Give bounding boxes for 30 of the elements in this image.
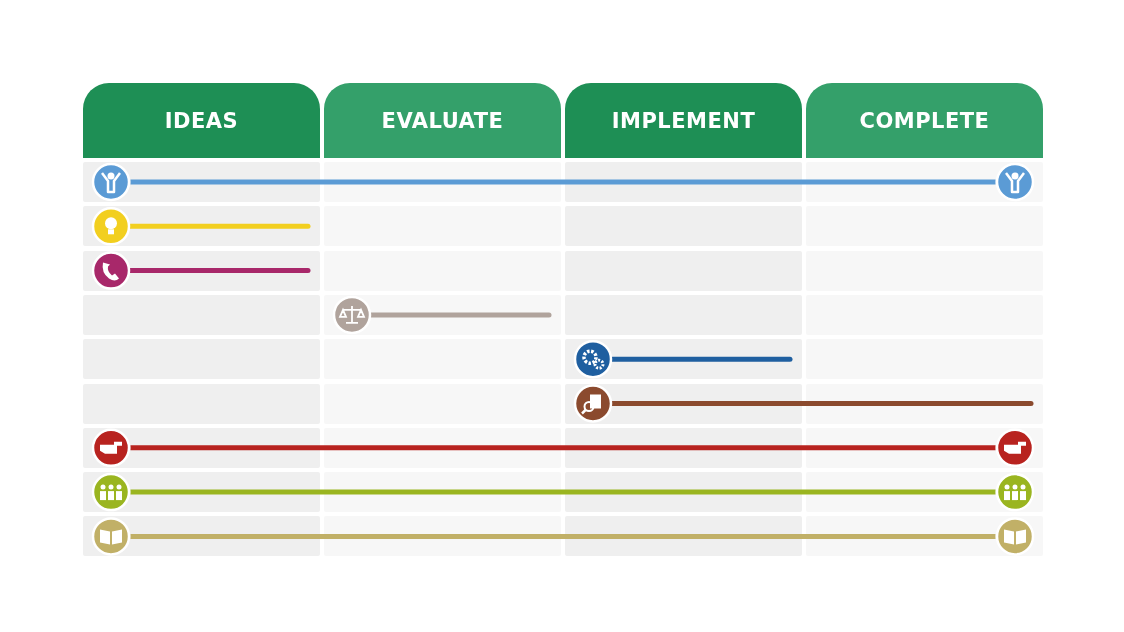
book-icon [91, 517, 131, 556]
column-title: COMPLETE [859, 108, 990, 133]
column-header [324, 83, 561, 158]
timeline-bar [130, 533, 996, 539]
lightbulb-icon [91, 207, 131, 246]
column-header [806, 83, 1043, 158]
column-header [565, 83, 802, 158]
column-title: EVALUATE [381, 108, 504, 133]
column-title: IDEAS [164, 108, 239, 133]
hand-icon [995, 428, 1035, 468]
book-icon [995, 517, 1035, 556]
timeline-bar [610, 401, 1034, 406]
timeline-bar [130, 489, 996, 495]
hand-icon [91, 428, 131, 468]
column-header [83, 83, 320, 158]
people-icon [91, 472, 131, 512]
column-title: IMPLEMENT [611, 108, 756, 133]
timeline-bar [130, 179, 996, 185]
timeline-bar [128, 268, 311, 274]
phone-icon [91, 251, 131, 290]
people-icon [995, 472, 1035, 512]
timeline-bar [610, 356, 793, 362]
person-icon [995, 162, 1035, 202]
timeline-bar [128, 223, 311, 229]
timeline-bar [369, 312, 552, 318]
person-icon [91, 162, 131, 202]
timeline-bar [130, 445, 996, 451]
document-icon [573, 384, 613, 423]
scale-icon [332, 295, 372, 335]
gear-icon [573, 339, 613, 379]
